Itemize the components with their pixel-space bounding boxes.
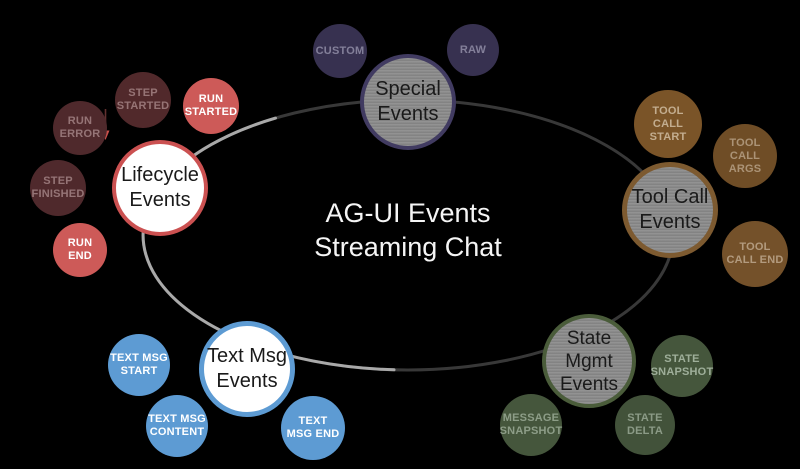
node-text-msg-start: TEXT MSG START xyxy=(108,334,170,396)
node-run-error: RUN ERROR xyxy=(53,101,107,155)
center-title: AG-UI Events Streaming Chat xyxy=(314,198,502,262)
node-message-snapshot: MESSAGE SNAPSHOT xyxy=(500,394,562,456)
hub-text-msg-events: Text Msg Events xyxy=(199,321,295,417)
node-tool-call-start: TOOL CALL START xyxy=(634,90,702,158)
node-run-started: RUN STARTED xyxy=(183,78,239,134)
node-state-snapshot: STATE SNAPSHOT xyxy=(651,335,713,397)
node-raw: RAW xyxy=(447,24,499,76)
node-step-started: STEP STARTED xyxy=(115,72,171,128)
node-custom: CUSTOM xyxy=(313,24,367,78)
hub-lifecycle-events: Lifecycle Events xyxy=(112,140,208,236)
node-state-delta: STATE DELTA xyxy=(615,395,675,455)
hub-tool-call-events: Tool Call Events xyxy=(622,162,718,258)
node-run-end: RUN END xyxy=(53,223,107,277)
node-text-msg-content: TEXT MSG CONTENT xyxy=(146,395,208,457)
hub-special-events: Special Events xyxy=(360,54,456,150)
node-tool-call-args: TOOL CALL ARGS xyxy=(713,124,777,188)
node-tool-call-end: TOOL CALL END xyxy=(722,221,788,287)
node-text-msg-end: TEXT MSG END xyxy=(281,396,345,460)
hub-state-mgmt-events: State Mgmt Events xyxy=(542,314,636,408)
node-step-finished: STEP FINISHED xyxy=(30,160,86,216)
